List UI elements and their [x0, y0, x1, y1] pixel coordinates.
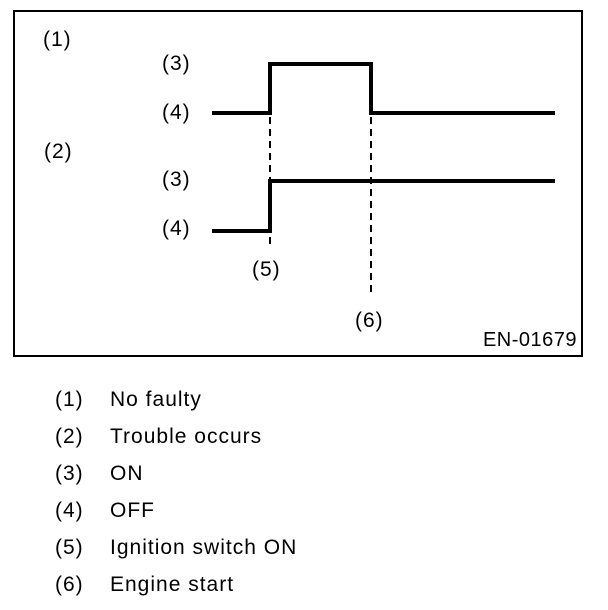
legend-item-off: (4) OFF: [55, 500, 297, 521]
legend-ref: (4): [55, 499, 84, 522]
legend-ref: (6): [55, 573, 84, 596]
legend-ref: (5): [55, 536, 84, 559]
legend-item-no-faulty: (1) No faulty: [55, 389, 297, 410]
legend-item-engine-start: (6) Engine start: [55, 574, 297, 595]
label-on-lower: (3): [162, 168, 191, 191]
signal2-rising-edge: [268, 179, 272, 233]
legend-ref: (2): [55, 425, 84, 448]
label-no-faulty: (1): [43, 28, 72, 51]
signal1-rising-edge: [268, 62, 272, 115]
signal1-falling-edge: [369, 62, 373, 115]
label-trouble-occurs: (2): [44, 140, 73, 163]
legend-ref: (1): [55, 388, 84, 411]
legend-item-trouble-occurs: (2) Trouble occurs: [55, 426, 297, 447]
label-off-upper: (4): [162, 101, 191, 124]
legend-label: OFF: [110, 499, 155, 522]
legend-label: ON: [110, 462, 144, 485]
signal1-off-segment-right: [373, 111, 555, 115]
legend-label: Trouble occurs: [110, 425, 263, 448]
legend-ref: (3): [55, 462, 84, 485]
figure-code: EN-01679: [482, 329, 577, 351]
legend-item-on: (3) ON: [55, 463, 297, 484]
signal2-on-segment: [268, 179, 555, 183]
label-ignition-switch-on: (5): [252, 258, 281, 281]
legend: (1) No faulty (2) Trouble occurs (3) ON …: [55, 389, 297, 610]
signal1-on-segment: [268, 62, 373, 66]
engine-start-dashed-line: [370, 117, 372, 297]
label-off-lower: (4): [162, 217, 191, 240]
label-on-upper: (3): [162, 52, 191, 75]
label-engine-start: (6): [355, 309, 384, 332]
legend-item-ignition-switch-on: (5) Ignition switch ON: [55, 537, 297, 558]
timing-diagram-box: (1) (3) (4) (2) (3) (4) (5) (6) EN-01679: [13, 10, 583, 357]
legend-label: Ignition switch ON: [110, 536, 298, 559]
signal1-off-segment-left: [212, 111, 268, 115]
legend-label: No faulty: [110, 388, 202, 411]
legend-label: Engine start: [110, 573, 235, 596]
signal2-off-segment: [212, 229, 268, 233]
